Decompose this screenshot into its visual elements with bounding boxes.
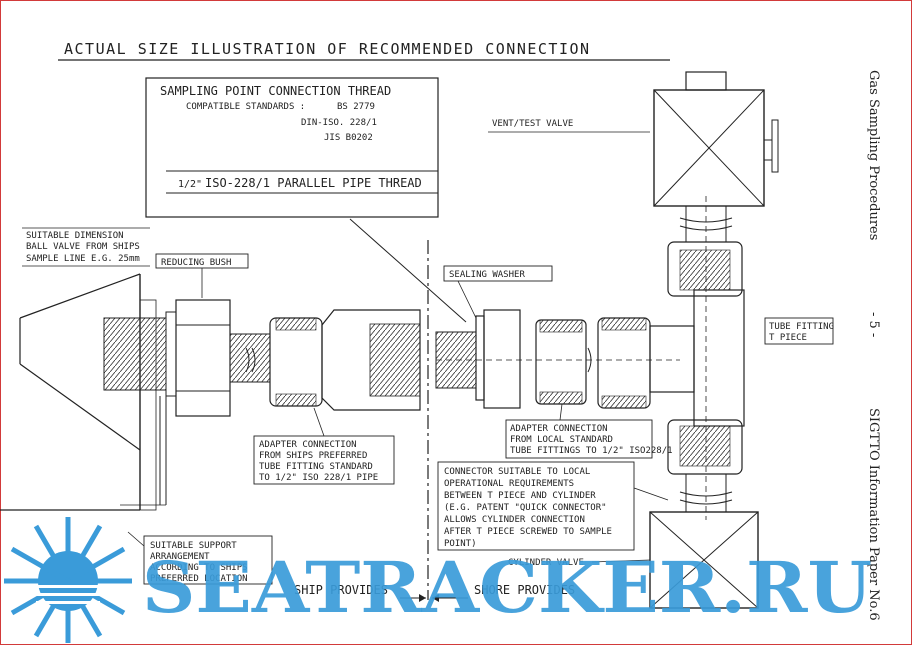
- shore-provides-marker: SHORE PROVIDES: [432, 583, 575, 602]
- spec-standard-2: DIN-ISO. 228/1: [301, 118, 377, 128]
- spec-box-border: [145, 77, 439, 218]
- support-line-4: PREFERRED LOCATION: [150, 574, 248, 584]
- spec-thread: ISO-228/1 PARALLEL PIPE THREAD: [205, 176, 422, 190]
- connector-line-4: (E.G. PATENT "QUICK CONNECTOR": [444, 503, 607, 513]
- adapter-ship-line-1: ADAPTER CONNECTION: [259, 440, 357, 450]
- spec-heading: SAMPLING POINT CONNECTION THREAD: [160, 84, 391, 98]
- support-line-2: ARRANGEMENT: [150, 552, 210, 562]
- connector-line-5: ALLOWS CYLINDER CONNECTION: [444, 515, 585, 525]
- connector-label-box: [437, 461, 635, 551]
- adapter-local-line-2: FROM LOCAL STANDARD: [510, 435, 613, 445]
- tube-fitting-label-box: [764, 317, 834, 345]
- support-line-3: ACCORDING TO SHIPS: [150, 563, 248, 573]
- ship-ball-valve: [0, 273, 157, 511]
- ball-valve-line-1: SUITABLE DIMENSION: [26, 231, 124, 241]
- sealing-washer-label: SEALING WASHER: [449, 270, 525, 280]
- support-label: SUITABLE SUPPORT ARRANGEMENT ACCORDING T…: [127, 531, 273, 585]
- adapter-ship-line-2: FROM SHIPS PREFERRED: [259, 451, 367, 461]
- ball-valve-line-2: BALL VALVE FROM SHIPS: [26, 242, 140, 252]
- reducing-bush-label: REDUCING BUSH: [161, 258, 231, 268]
- shore-provides-label: SHORE PROVIDES: [474, 583, 575, 597]
- ball-valve-label: SUITABLE DIMENSION BALL VALVE FROM SHIPS…: [22, 227, 150, 267]
- tube-fitting-line-1: TUBE FITTING: [769, 322, 834, 332]
- ship-provides-marker: SHIP PROVIDES: [294, 583, 426, 602]
- margin-top-text: Gas Sampling Procedures: [866, 70, 881, 240]
- support-line-1: SUITABLE SUPPORT: [150, 541, 237, 551]
- spec-standards-label: COMPATIBLE STANDARDS :: [186, 102, 305, 112]
- reducing-bush: [175, 299, 271, 417]
- spec-standard-3: JIS B0202: [324, 133, 373, 143]
- ship-pipe: [103, 311, 177, 506]
- cylinder-valve-leader: [591, 559, 651, 563]
- adapter-local-label-box: [505, 419, 653, 459]
- watermark-sun-logo: [4, 517, 132, 643]
- ship-adapter: [245, 309, 421, 411]
- spec-fraction: 1/2": [178, 179, 202, 190]
- cylinder-valve-label: CYLINDER VALVE: [508, 558, 584, 568]
- connector-line-6: AFTER T PIECE SCREWED TO SAMPLE: [444, 527, 612, 537]
- connector-line-1: CONNECTOR SUITABLE TO LOCAL: [444, 467, 590, 477]
- ball-valve-line-3: SAMPLE LINE E.G. 25mm: [26, 254, 140, 264]
- support-label-box: [143, 535, 273, 585]
- shore-adapter: [435, 309, 680, 409]
- spec-box: SAMPLING POINT CONNECTION THREAD COMPATI…: [145, 77, 439, 218]
- watermark-text: SEATRACKER.RU: [142, 546, 872, 629]
- spec-standard-1: BS 2779: [337, 102, 375, 112]
- adapter-ship-label: ADAPTER CONNECTION FROM SHIPS PREFERRED …: [253, 407, 395, 485]
- ship-provides-label: SHIP PROVIDES: [294, 583, 388, 597]
- margin-bottom-text: SIGTTO Information Paper No.6: [866, 408, 881, 621]
- right-margin: Gas Sampling Procedures - 5 - SIGTTO Inf…: [866, 70, 881, 621]
- adapter-local-line-1: ADAPTER CONNECTION: [510, 424, 608, 434]
- spec-leader-line: [349, 218, 467, 323]
- adapter-local-label: ADAPTER CONNECTION FROM LOCAL STANDARD T…: [505, 403, 673, 459]
- adapter-ship-line-4: TO 1/2" ISO 228/1 PIPE: [259, 473, 378, 483]
- tube-fitting-line-2: T PIECE: [769, 333, 807, 343]
- adapter-ship-line-3: TUBE FITTING STANDARD: [259, 462, 373, 472]
- sealing-washer-leader: [457, 280, 477, 319]
- sealing-washer-label-box: [443, 265, 553, 282]
- vent-valve-label: VENT/TEST VALVE: [492, 119, 573, 129]
- connector-label: CONNECTOR SUITABLE TO LOCAL OPERATIONAL …: [437, 461, 669, 551]
- connector-line-2: OPERATIONAL REQUIREMENTS: [444, 479, 574, 489]
- vent-test-valve: [653, 71, 779, 207]
- tee-piece: [649, 196, 745, 520]
- adapter-local-line-3: TUBE FITTINGS TO 1/2" ISO228/1: [510, 446, 673, 456]
- connector-line-7: POINT): [444, 539, 477, 549]
- margin-page-number: - 5 -: [866, 312, 881, 337]
- connector-line-3: BETWEEN T PIECE AND CYLINDER: [444, 491, 596, 501]
- page-title: ACTUAL SIZE ILLUSTRATION OF RECOMMENDED …: [64, 40, 591, 58]
